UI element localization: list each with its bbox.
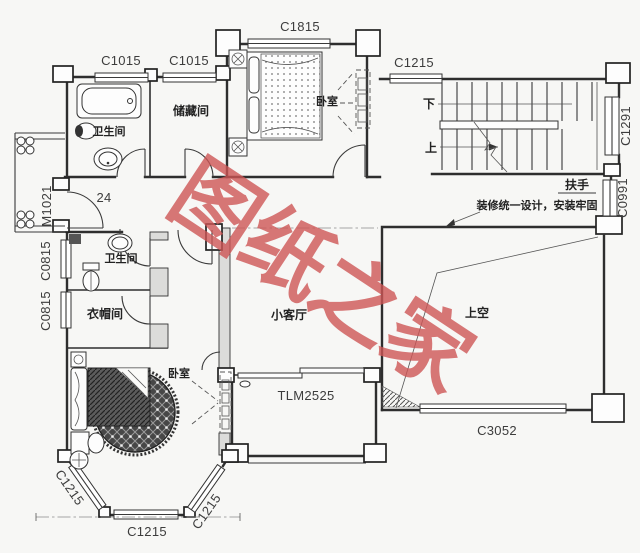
door-mark-24: 24: [96, 190, 111, 205]
label-c3052: C3052: [477, 423, 517, 438]
staircase: [438, 82, 598, 173]
note-label: 装修统一设计，安装牢固: [476, 198, 598, 212]
toilet-top-bathroom: [75, 122, 97, 140]
structural-columns: [52, 29, 631, 518]
window-c0991: [602, 179, 618, 217]
label-c1215-top: C1215: [394, 55, 434, 70]
room-storage: 储藏间: [173, 103, 209, 118]
label-tlm2525: TLM2525: [277, 388, 334, 403]
label-c1291: C1291: [618, 106, 633, 146]
bathroom-shelf: [69, 234, 81, 244]
room-bedroom-top: 卧室: [316, 94, 338, 108]
window-c1215-bay-right: [186, 463, 226, 514]
bathtub: [76, 83, 142, 119]
door-dashed-bottom-bedroom: [191, 371, 232, 434]
wall-band: [149, 267, 169, 297]
room-void-above: 上空: [465, 305, 489, 320]
wall-band: [149, 323, 169, 349]
room-bath-top: 卫生间: [93, 124, 126, 138]
label-c1015-right: C1015: [169, 53, 209, 68]
label-c0991: C0991: [615, 178, 630, 218]
sink-mid-bathroom: [107, 229, 133, 253]
window-c1815: [247, 38, 331, 49]
room-bath-mid: 卫生间: [105, 251, 138, 265]
headboard-and-nightstands: [69, 351, 105, 470]
note-leader: [449, 211, 481, 225]
label-m1021: M1021: [39, 185, 54, 226]
label-c1015-left: C1015: [101, 53, 141, 68]
wall-hatch-wedge: [381, 385, 421, 408]
handrail-label: 扶手: [565, 177, 589, 192]
window-c1215-top: [389, 73, 443, 84]
bed-top-bedroom: [228, 49, 323, 157]
window-c1015-left: [94, 72, 149, 83]
round-bed-bottom-bedroom: [87, 367, 180, 457]
stair-up-label: 上: [425, 140, 437, 155]
label-c0815-upper: C0815: [38, 241, 53, 281]
axis-lines: [35, 227, 599, 521]
note-arrow: [444, 219, 455, 228]
window-c3052: [419, 403, 567, 414]
doors: [66, 69, 371, 434]
stair-break-line: [473, 121, 508, 173]
flue-shaft: [14, 132, 65, 233]
window-c0815-lower: [60, 291, 72, 329]
sliding-door-tlm2525: [237, 367, 365, 388]
label-c1815: C1815: [280, 19, 320, 34]
room-cloakroom: 衣帽间: [87, 306, 123, 321]
wardrobe-dashed-top: [337, 69, 371, 135]
void-diagonal: [395, 236, 599, 409]
sink-top-bathroom: [93, 147, 123, 171]
stair-direction-arrow: [489, 143, 498, 151]
label-c1215-bay-bottom: C1215: [127, 524, 167, 539]
window-c1291: [604, 96, 620, 156]
wall-band: [149, 231, 169, 241]
window-c1215-bay-bottom: [113, 509, 179, 520]
label-c0815-lower: C0815: [38, 291, 53, 331]
window-c1015-right: [162, 72, 217, 83]
stair-down-label: 下: [423, 97, 435, 111]
stair-handrail: [439, 120, 559, 130]
window-c0815-upper: [60, 239, 72, 279]
room-living: 小客厅: [271, 307, 307, 322]
toilet-mid-bathroom: [82, 262, 100, 292]
room-bedroom-bottom: 卧室: [168, 366, 190, 380]
